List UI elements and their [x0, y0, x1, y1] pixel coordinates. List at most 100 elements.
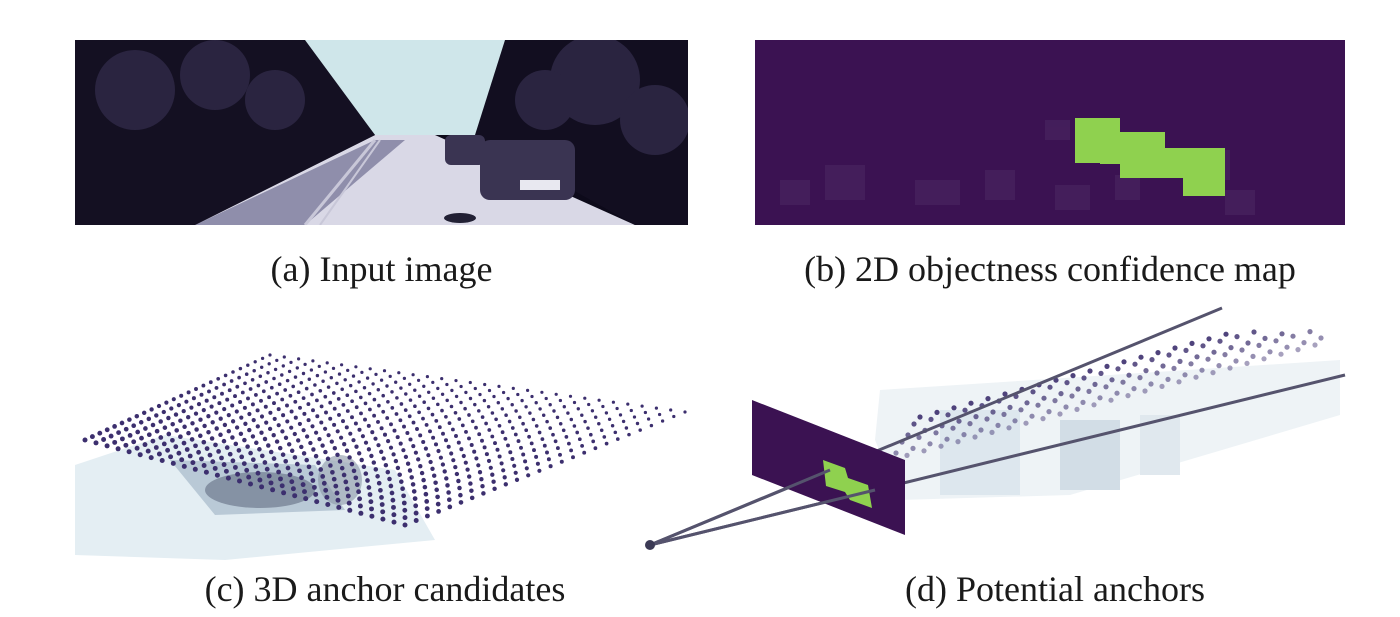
anchor-dot — [233, 394, 237, 399]
anchor-dot — [330, 469, 335, 475]
anchor-dot — [481, 491, 486, 496]
anchor-dot — [297, 468, 302, 474]
anchor-dot — [394, 412, 399, 416]
anchor-dot — [460, 423, 465, 428]
anchor-dot — [306, 402, 311, 407]
anchor-dot — [189, 437, 195, 442]
anchor-dot — [386, 439, 391, 444]
anchor-dot — [204, 398, 209, 403]
anchor-dot — [196, 402, 202, 407]
anchor-dot — [301, 396, 306, 400]
anchor-dot — [459, 384, 463, 389]
anchor-dot — [401, 500, 407, 506]
anchor-dot — [116, 430, 121, 435]
anchor-dot — [319, 404, 324, 409]
anchor-dot — [354, 389, 358, 394]
anchor-dot — [323, 394, 328, 399]
anchor-dot — [135, 429, 141, 435]
anchor-dot — [519, 445, 523, 450]
anchor-dot — [624, 426, 629, 430]
anchor-dot — [287, 472, 293, 478]
anchor-dot — [564, 435, 569, 439]
anchor-dot — [225, 397, 230, 402]
anchor-dot — [244, 372, 249, 376]
anchor-dot — [423, 446, 428, 451]
anchor-dot — [351, 438, 356, 443]
anchor-dot — [449, 404, 454, 409]
anchor-dot — [611, 400, 616, 404]
anchor-dot — [552, 409, 556, 413]
anchor-dot — [480, 438, 484, 443]
anchor-dot — [325, 361, 329, 365]
anchor-dot — [397, 371, 401, 375]
anchor-dot — [354, 405, 359, 410]
anchor-dot — [473, 402, 477, 407]
anchor-dot — [308, 471, 314, 476]
anchor-dot — [194, 387, 198, 391]
anchor-dot — [416, 378, 421, 383]
anchor-dot — [531, 417, 536, 422]
anchor-dot — [472, 449, 477, 454]
anchor-dot — [629, 408, 633, 413]
confidence-map — [755, 40, 1345, 225]
potential-anchor-dot — [1199, 367, 1205, 373]
anchor-dot — [497, 423, 502, 428]
anchor-dot — [311, 447, 316, 452]
potential-anchor-dot — [1166, 352, 1172, 358]
ray-bottom-front — [649, 488, 876, 547]
panel-confidence-map — [755, 40, 1345, 225]
anchor-dot — [454, 471, 460, 477]
potential-anchor-dot — [1245, 340, 1251, 346]
anchor-dot — [283, 388, 288, 392]
anchor-dot — [431, 473, 437, 478]
anchor-dot — [250, 377, 255, 382]
anchor-dot — [555, 446, 560, 451]
potential-anchor-dot — [910, 445, 916, 451]
anchor-dot — [280, 452, 286, 457]
anchor-dot — [332, 406, 337, 411]
anchor-dot — [347, 507, 353, 513]
anchor-dot — [468, 380, 472, 385]
anchor-dot — [601, 404, 605, 409]
anchor-dot — [402, 424, 406, 429]
anchor-dot — [278, 476, 283, 482]
anchor-dot — [350, 399, 354, 404]
anchor-dot — [451, 458, 456, 463]
anchor-dot — [264, 466, 270, 472]
anchor-dot — [447, 421, 452, 425]
anchor-dot — [329, 375, 334, 380]
potential-anchor-dot — [1261, 356, 1267, 362]
anchor-dot — [390, 406, 395, 410]
potential-anchor-dot — [1210, 370, 1216, 376]
caption-b: (b) 2D objectness confidence map — [804, 249, 1296, 289]
potential-anchor-dot — [1318, 335, 1324, 341]
anchor-dot — [399, 479, 404, 484]
anchor-dot — [317, 364, 321, 369]
anchor-dot — [523, 459, 528, 464]
anchor-dot — [285, 465, 291, 471]
anchor-dot — [366, 423, 371, 428]
anchor-dot — [250, 434, 256, 439]
anchor-dot — [366, 485, 372, 490]
anchor-dot — [454, 379, 458, 383]
anchor-dot — [583, 419, 587, 424]
potential-anchor-dot — [950, 425, 956, 431]
anchor-dot — [146, 432, 152, 438]
potential-anchor-dot — [1132, 361, 1138, 367]
anchor-dot — [590, 409, 595, 413]
anchor-dot — [375, 474, 380, 479]
anchor-dot — [477, 432, 482, 437]
anchor-dot — [480, 415, 485, 419]
anchor-dot — [349, 461, 355, 467]
anchor-dot — [334, 490, 340, 496]
potential-anchor-dot — [1070, 373, 1076, 379]
anchor-dot — [402, 376, 407, 381]
anchor-dot — [241, 461, 247, 466]
potential-anchor-dot — [1227, 365, 1233, 371]
anchor-dot — [388, 483, 394, 489]
anchor-dot — [507, 419, 512, 424]
anchor-dot — [358, 510, 364, 516]
anchor-dot — [275, 358, 279, 363]
anchor-dot — [558, 452, 562, 457]
anchor-dot — [483, 382, 487, 387]
